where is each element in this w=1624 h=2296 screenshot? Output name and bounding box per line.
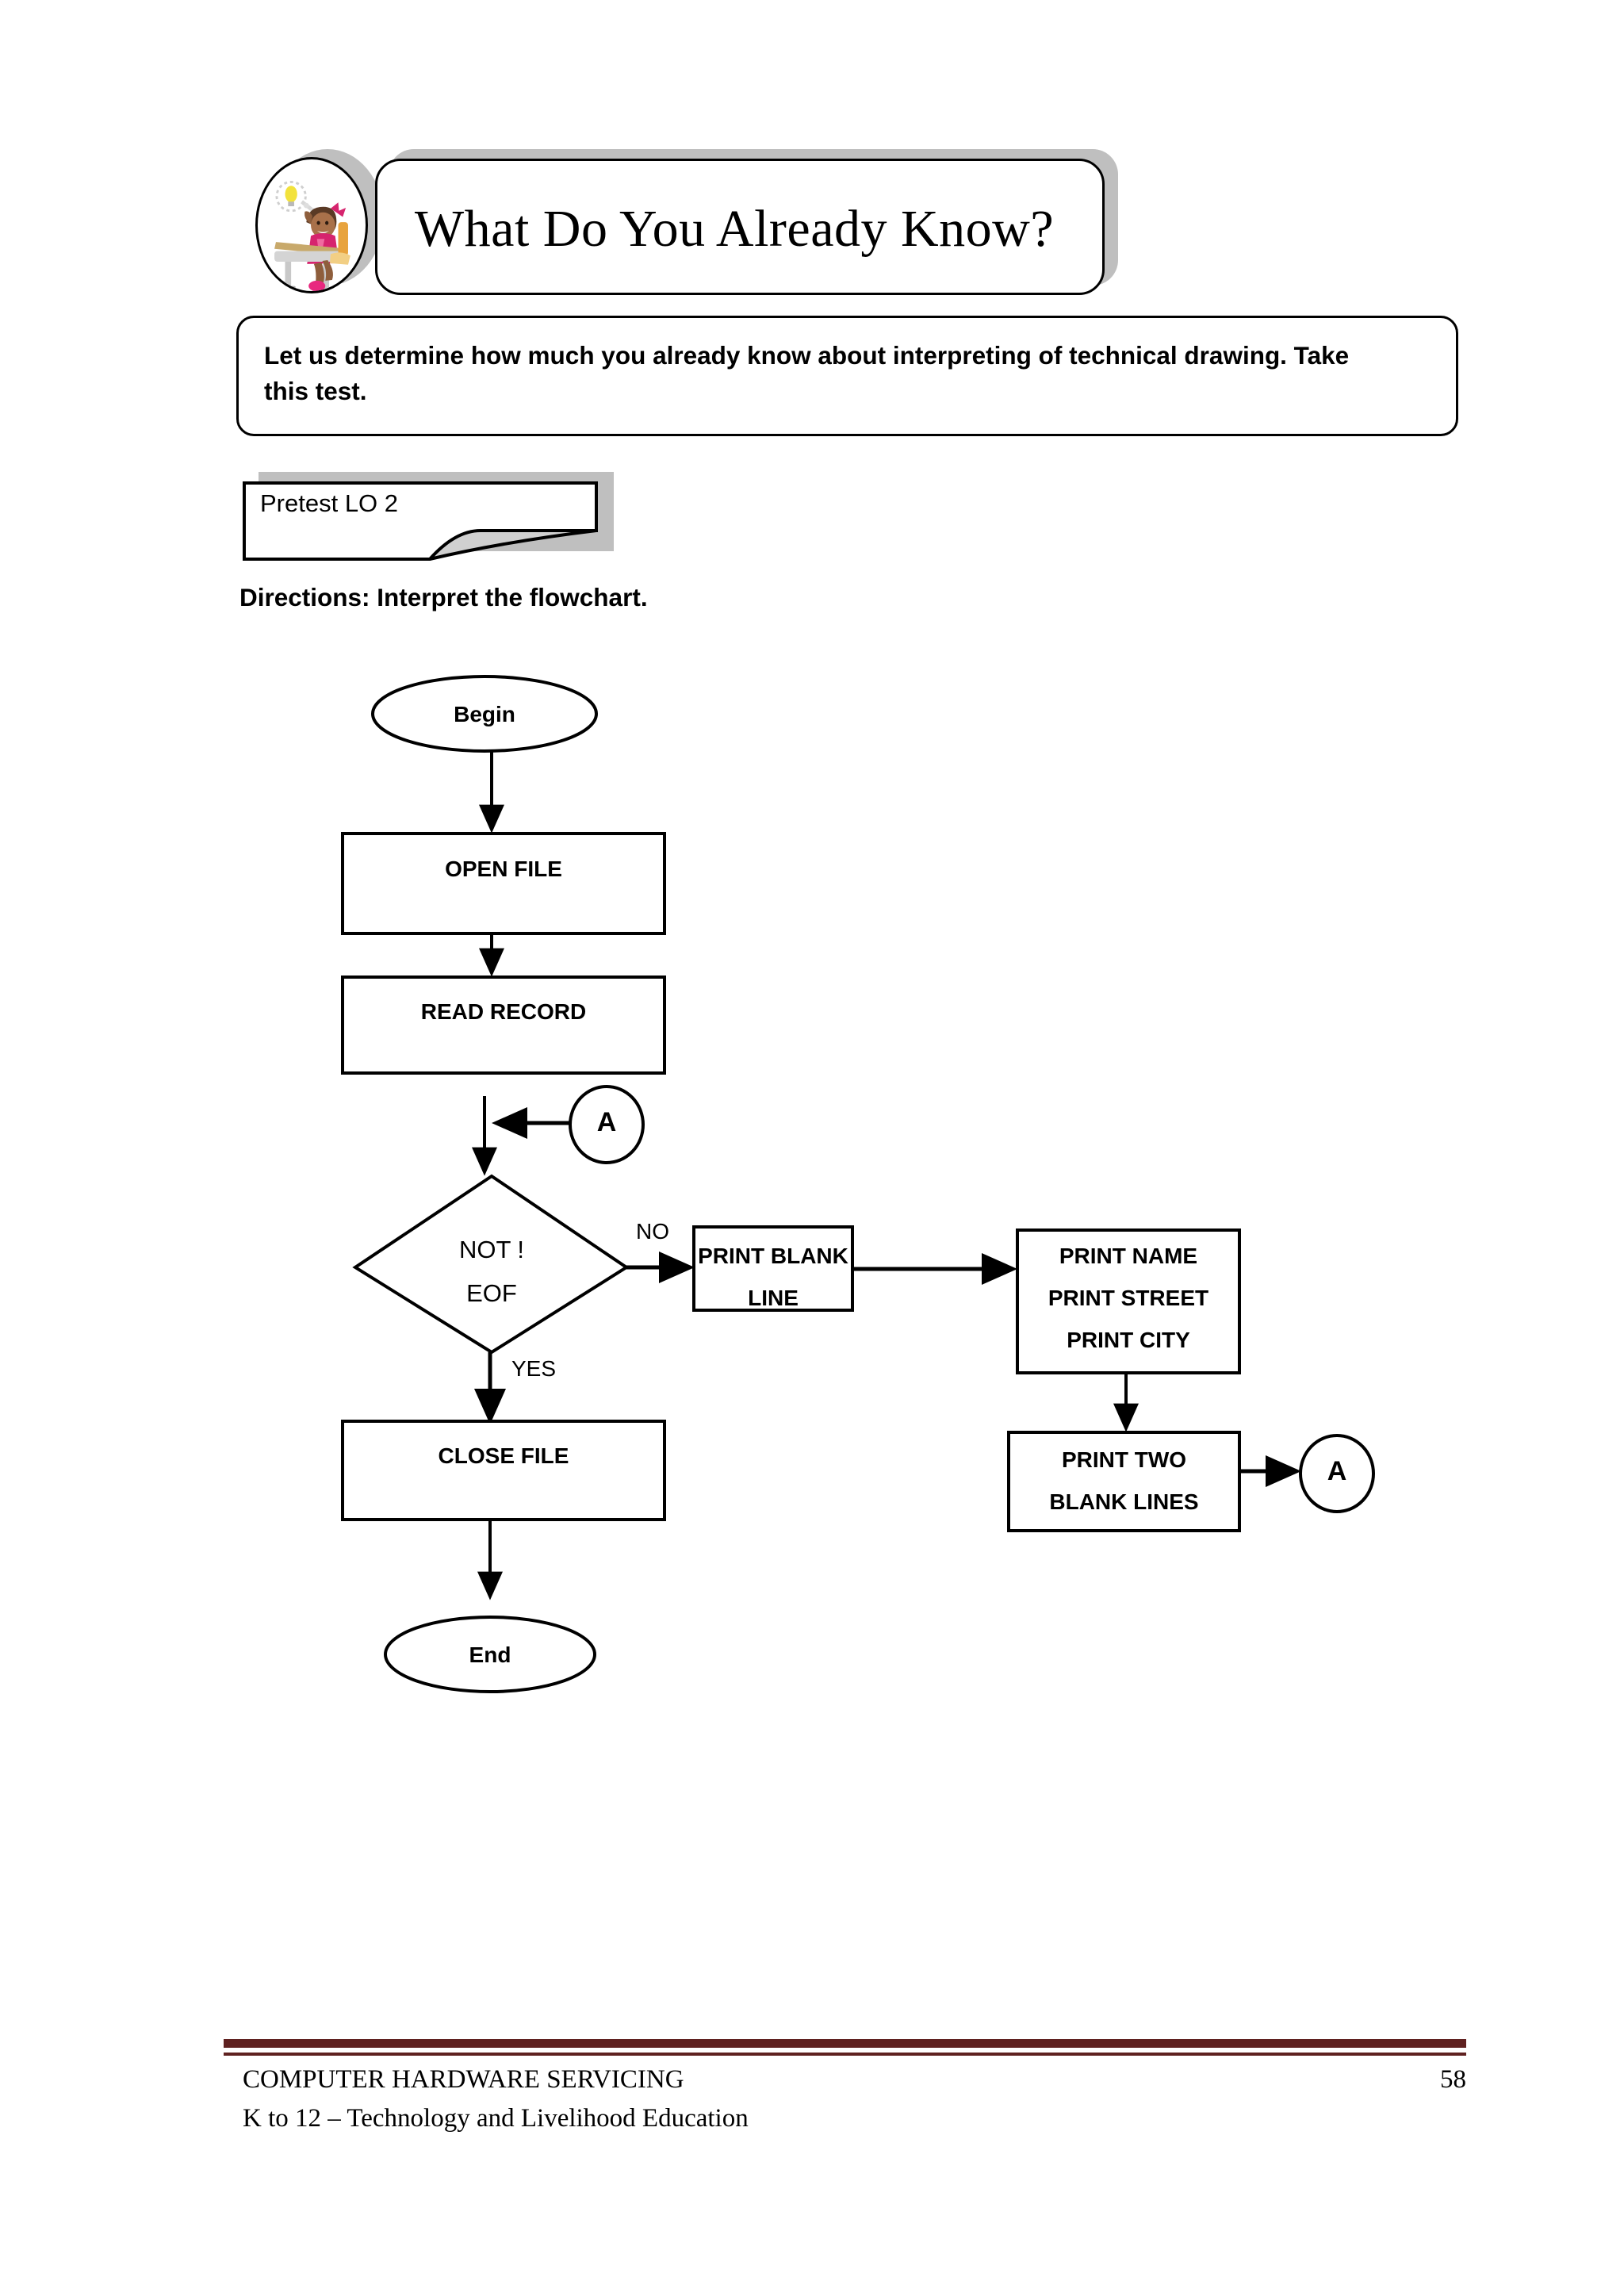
- intro-instruction-box: Let us determine how much you already kn…: [236, 316, 1458, 436]
- flowchart-label-connector-a-out: A: [1327, 1456, 1347, 1486]
- footer-course-title: COMPUTER HARDWARE SERVICING: [243, 2065, 684, 2094]
- flowchart-label-decision-line2: EOF: [466, 1279, 517, 1307]
- flowchart-label-print-blank-1: PRINT BLANK: [698, 1244, 848, 1268]
- flowchart-label-print-blank-2: LINE: [748, 1286, 799, 1310]
- pretest-label-group: Pretest LO 2: [236, 472, 649, 575]
- flowchart-label-decision-line1: NOT !: [458, 1236, 525, 1263]
- flowchart-label-end: End: [469, 1642, 511, 1667]
- avatar: [255, 157, 368, 293]
- banner-title-box: What Do You Already Know?: [375, 159, 1105, 295]
- student-with-lightbulb-idea-icon: [274, 180, 350, 291]
- footer-rule-thick: [224, 2039, 1466, 2048]
- flowchart-label-open-file: OPEN FILE: [445, 857, 562, 881]
- flowchart-label-edge-no: NO: [636, 1219, 669, 1244]
- flowchart-label-print-two-1: PRINT TWO: [1061, 1447, 1187, 1472]
- page-title: What Do You Already Know?: [414, 200, 1055, 258]
- flowchart-label-begin: Begin: [454, 702, 515, 726]
- page-header-banner: What Do You Already Know?: [0, 0, 1624, 317]
- flowchart-label-print-street: PRINT STREET: [1048, 1286, 1209, 1310]
- footer-program-title: K to 12 – Technology and Livelihood Educ…: [243, 2104, 749, 2133]
- footer-rule-thin: [224, 2053, 1466, 2056]
- flowchart-label-print-two-2: BLANK LINES: [1049, 1489, 1199, 1514]
- footer-page-number: 58: [1440, 2065, 1466, 2094]
- directions-text: Directions: Interpret the flowchart.: [239, 583, 648, 611]
- flowchart-label-print-name: PRINT NAME: [1059, 1244, 1198, 1268]
- page-curl-icon: [243, 481, 598, 561]
- flowchart-label-close-file: CLOSE FILE: [438, 1443, 569, 1468]
- flowchart-label-connector-a-in: A: [596, 1107, 617, 1137]
- flowchart-label-read-record: READ RECORD: [420, 999, 587, 1024]
- intro-instruction-text: Let us determine how much you already kn…: [264, 341, 1350, 405]
- page-footer: COMPUTER HARDWARE SERVICING K to 12 – Te…: [0, 2014, 1624, 2173]
- pretest-label-text: Pretest LO 2: [260, 489, 399, 517]
- flowchart-label-print-city: PRINT CITY: [1067, 1328, 1190, 1352]
- flowchart-label-edge-yes: YES: [511, 1356, 557, 1381]
